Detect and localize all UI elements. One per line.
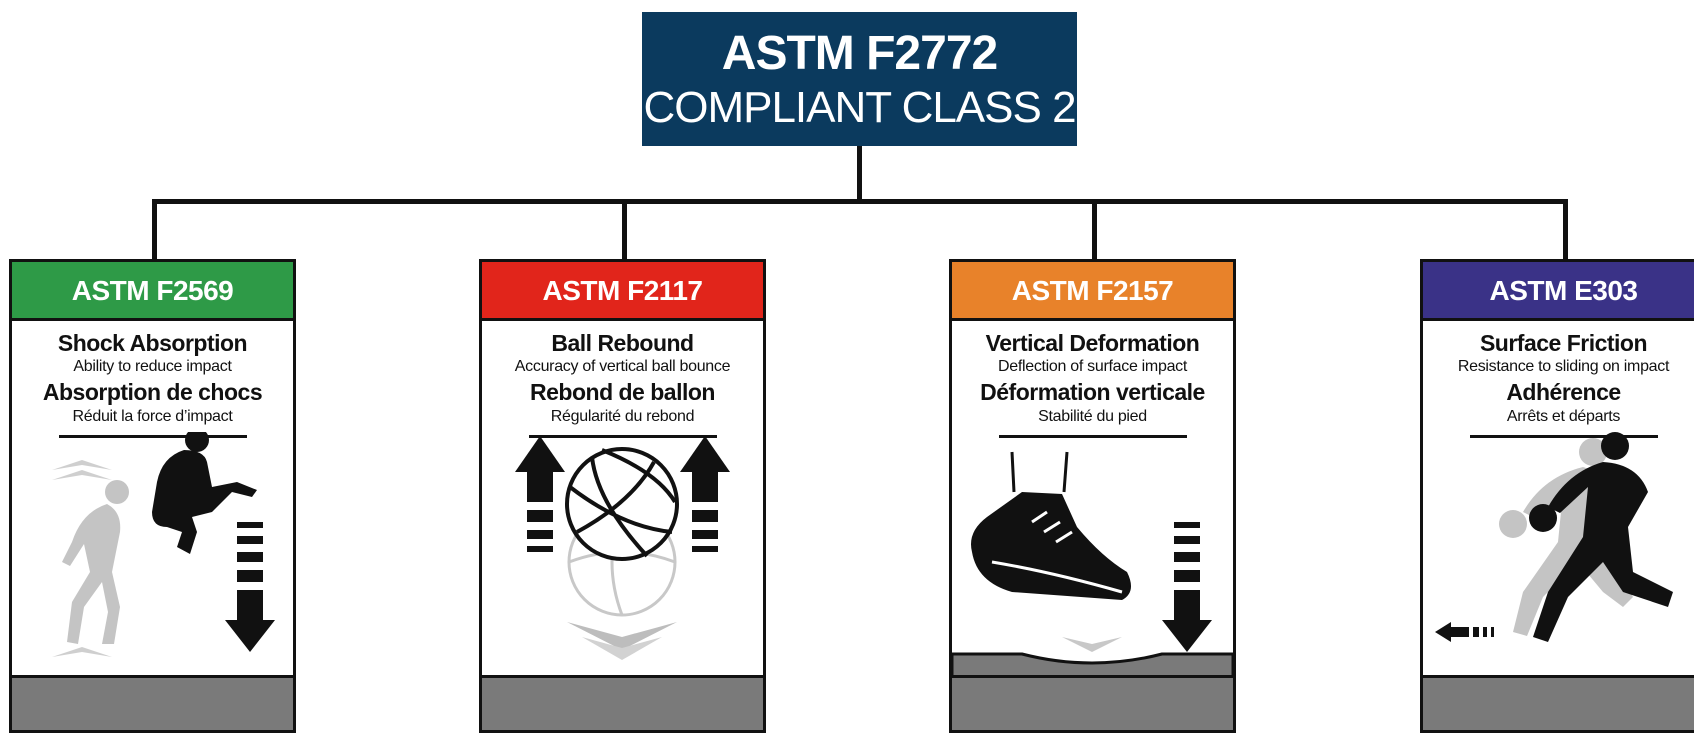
connector-trunk [857,146,862,202]
divider [58,435,247,438]
floor-surface [12,675,293,730]
card-desc-fr: Réduit la force d’impact [72,408,233,425]
card-title-fr: Adhérence [1506,379,1621,405]
card-header: ASTM E303 [1423,262,1694,321]
card-title-en: Shock Absorption [57,330,248,356]
divider [528,435,717,438]
connector-drop-1 [152,199,157,261]
card-desc-fr: Stabilité du pied [1038,408,1147,425]
card-surface-friction: ASTM E303 Surface Friction Resistance to… [1420,259,1694,733]
dribbling-player-icon [1435,432,1673,642]
card-desc-en: Deflection of surface impact [997,358,1188,375]
divider [998,435,1187,438]
standard-header-box: ASTM F2772 COMPLIANT CLASS 2 [642,12,1077,146]
card-ball-rebound: ASTM F2117 Ball Rebound Accuracy of vert… [479,259,766,733]
card-title-fr: Absorption de chocs [42,379,263,405]
card-title-en: Surface Friction [1479,330,1648,356]
compliance-class: COMPLIANT CLASS 2 [643,83,1076,132]
card-header: ASTM F2569 [12,262,293,321]
divider [1469,435,1658,438]
card-desc-en: Accuracy of vertical ball bounce [514,358,731,375]
card-title-fr: Rebond de ballon [530,379,715,405]
floor-surface [482,675,763,730]
floor-surface [1423,675,1694,730]
connector-drop-3 [1092,199,1097,261]
card-desc-fr: Arrêts et départs [1506,408,1621,425]
card-title-en: Vertical Deformation [985,330,1200,356]
card-header: ASTM F2117 [482,262,763,321]
connector-drop-4 [1563,199,1568,261]
shoe-deformation-icon [952,451,1233,682]
jumping-player-icon [52,432,275,657]
card-title-en: Ball Rebound [551,330,694,356]
card-title-fr: Déformation verticale [980,379,1205,405]
card-header: ASTM F2157 [952,262,1233,321]
card-shock-absorption: ASTM F2569 Shock Absorption Ability to r… [9,259,296,733]
card-vertical-deformation: ASTM F2157 Vertical Deformation Deflecti… [949,259,1236,733]
connector-drop-2 [622,199,627,261]
card-desc-fr: Régularité du rebond [550,408,695,425]
standard-code: ASTM F2772 [721,27,998,80]
card-desc-en: Resistance to sliding on impact [1457,358,1670,375]
card-desc-en: Ability to reduce impact [73,358,232,375]
floor-surface [952,675,1233,730]
basketball-rebound-icon [515,436,730,660]
connector-bar [152,199,1568,204]
